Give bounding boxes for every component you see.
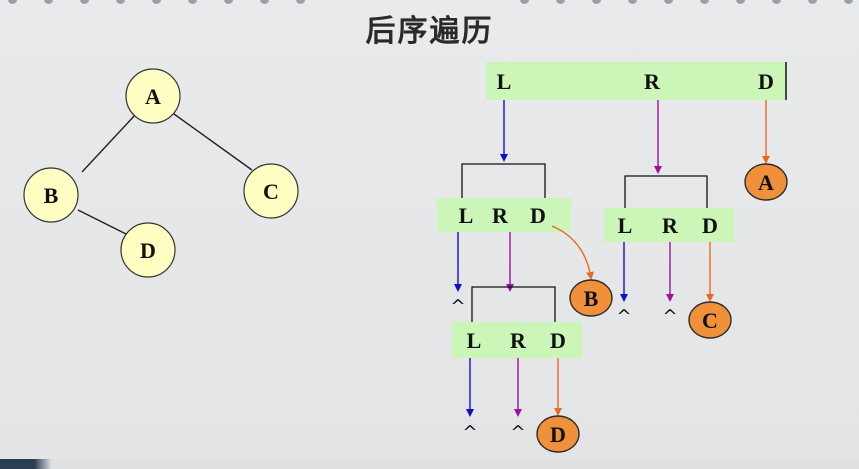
c-box-r: R: [662, 213, 679, 238]
b-visit-arrow: [551, 225, 595, 280]
root-lrd-box: L R D: [486, 62, 787, 100]
b-left-null: ^: [450, 296, 465, 317]
decor-dot: [664, 0, 673, 4]
decor-dot: [700, 0, 709, 4]
tree-edge-b-d: [77, 209, 127, 235]
decor-dot: [224, 0, 233, 4]
result-node-b-label: B: [584, 286, 599, 311]
decor-dot: [772, 0, 781, 4]
tree-node-a-label: A: [145, 84, 161, 109]
c-right-null: ^: [662, 306, 677, 327]
decor-dot: [808, 0, 817, 4]
b-box-bg: [437, 198, 571, 232]
root-box-bg: [486, 62, 786, 100]
c-box-d: D: [702, 213, 718, 238]
result-node-a-label: A: [758, 170, 774, 195]
decor-dot: [80, 0, 89, 4]
decor-dot: [736, 0, 745, 4]
tree-node-b-label: B: [44, 183, 59, 208]
decor-dot: [116, 0, 125, 4]
d-lrd-box: L R D: [452, 322, 582, 358]
decor-dot: [592, 0, 601, 4]
tree-node-a: [125, 68, 181, 124]
binary-tree: A B C D: [23, 68, 299, 278]
result-node-d: [536, 415, 580, 453]
decor-dot: [44, 0, 53, 4]
tree-edge-a-b: [81, 113, 137, 173]
tree-node-d: [120, 222, 176, 278]
c-box-l: L: [618, 213, 633, 238]
decor-dot: [844, 0, 853, 4]
root-box-r: R: [644, 69, 661, 94]
result-node-a: [744, 163, 788, 201]
d-box-d: D: [550, 328, 566, 353]
c-box-bg: [604, 208, 734, 242]
decor-dot: [556, 0, 565, 4]
b-box-l: L: [459, 203, 474, 228]
d-bracket: [471, 286, 556, 322]
decor-dot: [296, 0, 305, 4]
result-node-c: [688, 301, 732, 339]
decor-dot: [152, 0, 161, 4]
root-box-d: D: [758, 69, 774, 94]
result-node-b: [569, 279, 613, 317]
c-bracket: [624, 175, 708, 210]
c-lrd-box: L R D: [604, 208, 734, 242]
tree-node-b: [23, 167, 79, 223]
d-box-l: L: [467, 328, 482, 353]
d-box-bg: [452, 322, 582, 358]
root-box-l: L: [497, 69, 512, 94]
decor-dot: [188, 0, 197, 4]
tree-node-d-label: D: [140, 238, 156, 263]
decor-dot: [520, 0, 529, 4]
d-right-null: ^: [510, 422, 525, 443]
decor-dot: [260, 0, 269, 4]
tree-edge-a-c: [173, 113, 253, 171]
tree-node-c-label: C: [263, 179, 279, 204]
d-box-r: R: [510, 328, 527, 353]
d-left-null: ^: [462, 422, 477, 443]
tree-node-c: [243, 163, 299, 219]
b-box-r: R: [492, 203, 509, 228]
decor-dot: [8, 0, 17, 4]
bottom-bar: [0, 459, 859, 469]
result-node-c-label: C: [702, 308, 718, 333]
b-bracket: [461, 163, 546, 200]
c-left-null: ^: [616, 306, 631, 327]
b-box-d: D: [530, 203, 546, 228]
decor-dot: [628, 0, 637, 4]
top-decoration: [0, 0, 859, 6]
b-lrd-box: L R D: [437, 198, 571, 232]
result-node-d-label: D: [550, 422, 566, 447]
slide-title: 后序遍历: [365, 14, 494, 49]
